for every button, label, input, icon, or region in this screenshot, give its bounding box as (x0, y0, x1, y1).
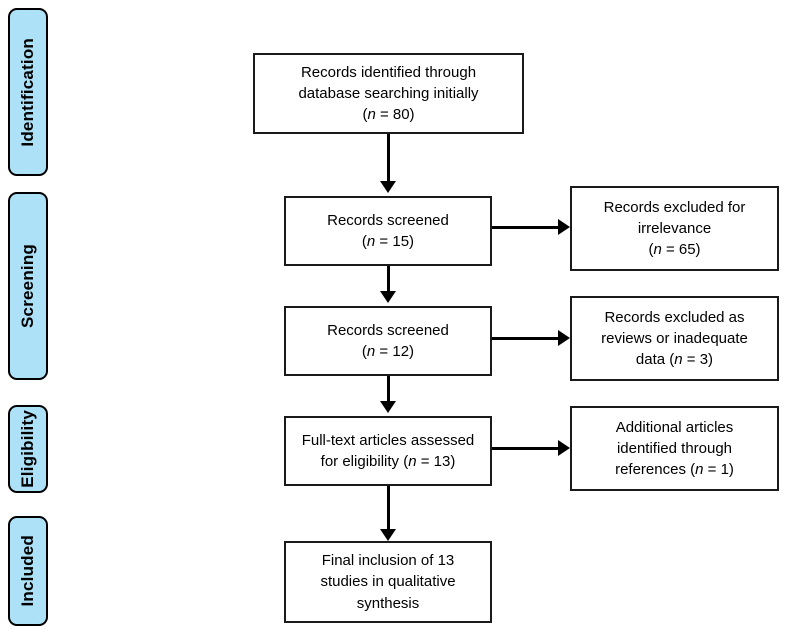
flow-box-count: (n = 12) (362, 343, 414, 360)
flow-box-line-2: reviews or inadequate (601, 329, 748, 347)
count-prefix: ( (361, 343, 367, 360)
stage-label-text: Eligibility (18, 410, 37, 488)
flow-box-records-excluded-irrelevance: Records excluded for irrelevance (n = 65… (570, 186, 779, 271)
flow-box-text: Records screened (n = 12) (327, 320, 449, 363)
flow-box-line-2: identified through (616, 439, 733, 457)
flow-box-text: Records excluded as reviews or inadequat… (601, 307, 748, 371)
flow-box-line-2: studies in qualitative (320, 573, 456, 591)
flow-box-line-1: Records screened (327, 321, 449, 339)
flow-box-count: (n = 15) (362, 233, 414, 250)
count-suffix: = 80) (375, 106, 415, 124)
flow-box-final-inclusion: Final inclusion of 13 studies in qualita… (284, 541, 492, 623)
count-n-symbol: n (695, 461, 704, 479)
flow-box-records-screened-15: Records screened (n = 15) (284, 196, 492, 266)
flow-box-line-2: database searching initially (298, 84, 479, 102)
connector-identified-to-screened15 (387, 133, 390, 183)
arrowhead-right-1 (558, 219, 570, 235)
connector-screened15-to-screened12 (387, 265, 390, 293)
flow-box-line-1: Full-text articles assessed (301, 431, 475, 449)
flow-box-line-1: Records excluded for (603, 198, 746, 216)
flow-box-text: Records excluded for irrelevance (n = 65… (604, 197, 746, 261)
arrowhead-down-3 (380, 401, 396, 413)
count-n-symbol: n (366, 233, 376, 250)
count-n-symbol: n (367, 106, 376, 124)
flow-box-text: Full-text articles assessed for eligibil… (302, 430, 475, 473)
connector-fulltext-to-additional (491, 447, 561, 450)
count-prefix: data ( (635, 351, 675, 369)
flow-box-text: Final inclusion of 13 studies in qualita… (320, 550, 455, 614)
count-suffix: = 1) (703, 461, 734, 479)
flow-box-line-1: Records identified through (300, 63, 477, 81)
stage-label-text: Identification (18, 37, 37, 147)
count-suffix: = 13) (416, 453, 456, 470)
arrowhead-right-2 (558, 330, 570, 346)
count-suffix: = 15) (375, 233, 415, 250)
count-n-symbol: n (408, 453, 417, 470)
count-prefix: references ( (615, 461, 696, 479)
flow-box-additional-articles: Additional articles identified through r… (570, 406, 779, 491)
flow-box-text: Additional articles identified through r… (615, 417, 734, 481)
connector-screened12-to-fulltext (387, 375, 390, 403)
stage-label-identification: Identification (8, 8, 48, 176)
flow-box-records-screened-12: Records screened (n = 12) (284, 306, 492, 376)
flow-box-line-3: synthesis (356, 594, 420, 612)
count-prefix: ( (362, 106, 368, 124)
flow-box-text: Records screened (n = 15) (327, 210, 449, 253)
count-n-symbol: n (674, 351, 683, 369)
stage-label-text: Included (18, 535, 37, 607)
flow-box-line-1: Records excluded as (604, 308, 745, 326)
count-prefix: ( (648, 241, 654, 259)
flow-box-count: (n = 65) (648, 241, 700, 258)
flow-box-line-1: Final inclusion of 13 (321, 552, 455, 570)
connector-screened12-to-excluded-reviews (491, 337, 561, 340)
flow-box-count: (n = 80) (362, 106, 414, 123)
flow-box-line-1: Additional articles (615, 418, 734, 436)
stage-label-text: Screening (18, 244, 37, 328)
flow-box-text: Records identified through database sear… (298, 62, 478, 126)
connector-fulltext-to-final (387, 485, 390, 531)
flow-box-line-2: irrelevance (637, 219, 712, 237)
flow-box-count: references (n = 1) (615, 461, 734, 478)
arrowhead-down-1 (380, 181, 396, 193)
flow-box-records-excluded-reviews: Records excluded as reviews or inadequat… (570, 296, 779, 381)
flow-box-line-1: Records screened (327, 211, 449, 229)
stage-label-included: Included (8, 516, 48, 626)
count-n-symbol: n (366, 343, 376, 360)
stage-label-screening: Screening (8, 192, 48, 380)
flow-box-count: for eligibility (n = 13) (321, 453, 456, 470)
count-n-symbol: n (653, 241, 662, 259)
count-suffix: = 3) (682, 351, 714, 369)
arrowhead-down-4 (380, 529, 396, 541)
flow-box-records-identified: Records identified through database sear… (253, 53, 524, 134)
stage-label-eligibility: Eligibility (8, 405, 48, 493)
connector-screened15-to-excluded (491, 226, 561, 229)
count-prefix: for eligibility ( (320, 453, 409, 470)
count-suffix: = 12) (375, 343, 415, 360)
flow-box-fulltext-assessed: Full-text articles assessed for eligibil… (284, 416, 492, 486)
arrowhead-down-2 (380, 291, 396, 303)
count-prefix: ( (361, 233, 367, 250)
count-suffix: = 65) (661, 241, 701, 259)
arrowhead-right-3 (558, 440, 570, 456)
flow-box-count: data (n = 3) (636, 351, 713, 368)
